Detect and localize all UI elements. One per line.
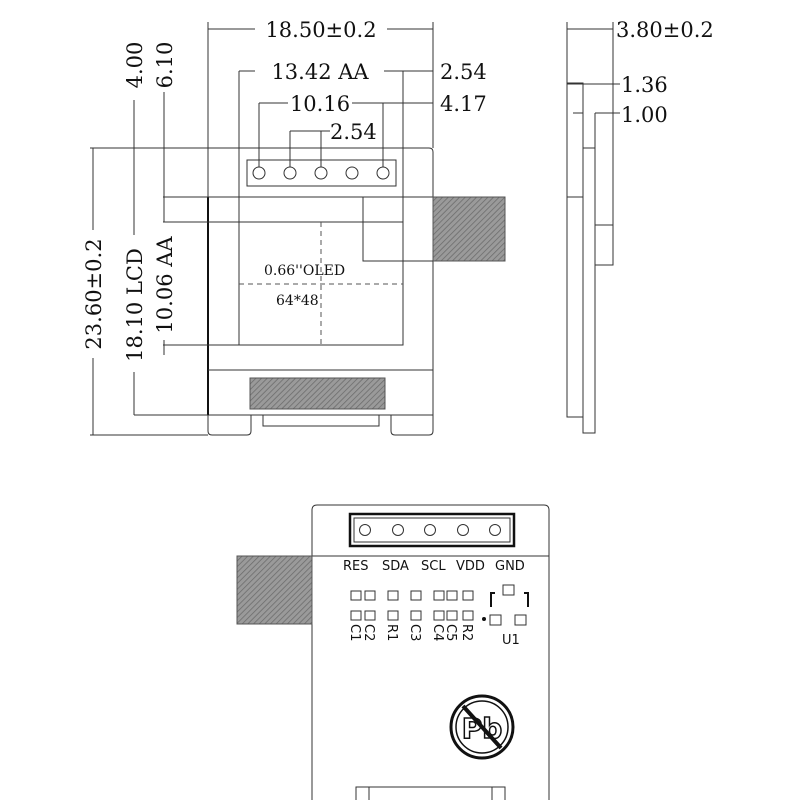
pin-hole (283, 166, 297, 180)
side-view: 3.80±0.2 1.36 1.00 (566, 18, 714, 434)
u1-pad (489, 614, 502, 626)
bottom-connector (262, 414, 380, 427)
pin-hole (314, 166, 328, 180)
pin1-dot (482, 617, 486, 621)
dim-pcb: 1.00 (621, 103, 668, 127)
label-r1: R1 (384, 624, 399, 641)
pin-hole (345, 166, 359, 180)
dim-top-aa: 6.10 (153, 42, 177, 89)
dim-aa-height: 10.06 AA (153, 236, 177, 334)
pin-hole (252, 166, 266, 180)
pb-free-icon: Pb (449, 694, 515, 760)
pad (387, 610, 399, 621)
pad (387, 590, 399, 601)
bottom-tab-right (390, 415, 434, 436)
pad (462, 590, 474, 601)
label-u1: U1 (502, 633, 520, 648)
dim-pin-right: 4.17 (440, 92, 487, 116)
pad (446, 590, 458, 601)
back-view: RES SDA SCL VDD GND C1 (236, 504, 550, 800)
pad (364, 610, 376, 621)
pin-header (348, 512, 516, 548)
label-c1: C1 (347, 624, 362, 641)
fpc-outline (362, 197, 433, 262)
component-labels: C1 C2 R1 C3 C4 C5 R2 U1 (347, 624, 520, 648)
pin-hole (424, 524, 436, 536)
dim-pin-pitch: 2.54 (330, 120, 377, 144)
pin-hole (392, 524, 404, 536)
pin-header-inner (353, 517, 511, 543)
dim-width: 18.50±0.2 (265, 18, 376, 42)
u1-outline (490, 592, 529, 607)
pad (350, 590, 362, 601)
pcb-outline (311, 504, 550, 800)
panel-glass (566, 82, 584, 418)
dim-right-offset: 2.54 (440, 60, 487, 84)
dim-aa-width: 13.42 AA (271, 60, 369, 84)
dim-height: 23.60±0.2 (82, 238, 106, 349)
label-r2: R2 (459, 624, 474, 641)
pcb (582, 147, 596, 434)
pin-label-res: RES (343, 559, 369, 574)
display-label: 0.66''OLED (264, 263, 345, 279)
u1-pad (502, 584, 515, 596)
bottom-tab-left (207, 415, 252, 436)
pin-hole (376, 166, 390, 180)
smd-pads (350, 584, 529, 626)
fpc-tail (236, 555, 313, 625)
pin-label-sda: SDA (382, 559, 409, 574)
pad (364, 590, 376, 601)
fpc-tail (432, 196, 506, 262)
pad (433, 590, 445, 601)
pad (350, 610, 362, 621)
pin-hole (457, 524, 469, 536)
ic-block (249, 377, 386, 410)
u1-pad (514, 614, 527, 626)
label-c5: C5 (443, 624, 458, 641)
pin-label-gnd: GND (495, 559, 525, 574)
label-c3: C3 (407, 624, 422, 641)
pad (462, 610, 474, 621)
dim-panel: 1.36 (621, 73, 668, 97)
pad (446, 610, 458, 621)
pad (433, 610, 445, 621)
module-outline (207, 147, 434, 416)
pad (410, 610, 422, 621)
label-c4: C4 (430, 624, 445, 641)
dim-top-lcd: 4.00 (123, 42, 147, 89)
pad (410, 590, 422, 601)
resolution-label: 64*48 (276, 293, 319, 309)
label-c2: C2 (361, 624, 376, 641)
pin-hole (359, 524, 371, 536)
dim-thickness: 3.80±0.2 (616, 18, 714, 42)
pin-hole (489, 524, 501, 536)
pin-label-vdd: VDD (456, 559, 485, 574)
pin-holes (252, 166, 390, 180)
bottom-connector (355, 786, 506, 800)
pin-label-scl: SCL (421, 559, 446, 574)
dim-lcd-height: 18.10 LCD (123, 248, 147, 362)
header-body (594, 224, 614, 266)
dim-pin-span: 10.16 (290, 92, 350, 116)
front-view: 0.66''OLED 64*48 18.50±0.2 13.42 AA 2.54… (82, 18, 506, 436)
